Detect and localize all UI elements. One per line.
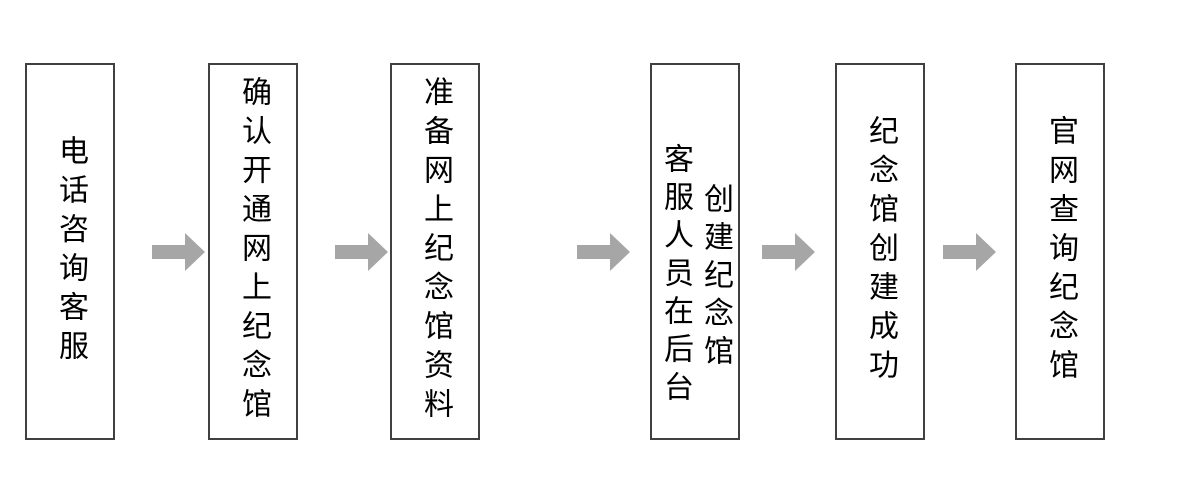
process-box-create-success[interactable]: 纪念馆创建成功 (835, 63, 925, 440)
process-box-label: 电话咨询客服 (53, 134, 88, 369)
flow-arrow-right-icon (943, 226, 996, 278)
process-box-label-column-right: 创建纪念馆 (698, 183, 733, 373)
process-box-label: 纪念馆创建成功 (863, 115, 898, 388)
flow-arrow-right-icon (762, 226, 815, 278)
flow-arrow-right-icon (152, 226, 205, 278)
process-box-phone-consult[interactable]: 电话咨询客服 (25, 63, 115, 440)
process-box-query-on-site[interactable]: 官网查询纪念馆 (1015, 63, 1105, 440)
flow-arrow-right-icon (577, 226, 630, 278)
process-box-confirm-open[interactable]: 确认开通网上纪念馆 (208, 63, 298, 440)
process-box-label-column-left: 客服人员在后台 (658, 143, 693, 409)
process-box-label: 准备网上纪念馆资料 (418, 76, 453, 427)
flow-arrow-right-icon (335, 226, 388, 278)
process-box-label: 确认开通网上纪念馆 (236, 76, 271, 427)
process-box-prepare-materials[interactable]: 准备网上纪念馆资料 (390, 63, 480, 440)
process-box-staff-create-backend[interactable]: 创建纪念馆 客服人员在后台 (650, 63, 740, 440)
process-box-label: 官网查询纪念馆 (1043, 115, 1078, 388)
